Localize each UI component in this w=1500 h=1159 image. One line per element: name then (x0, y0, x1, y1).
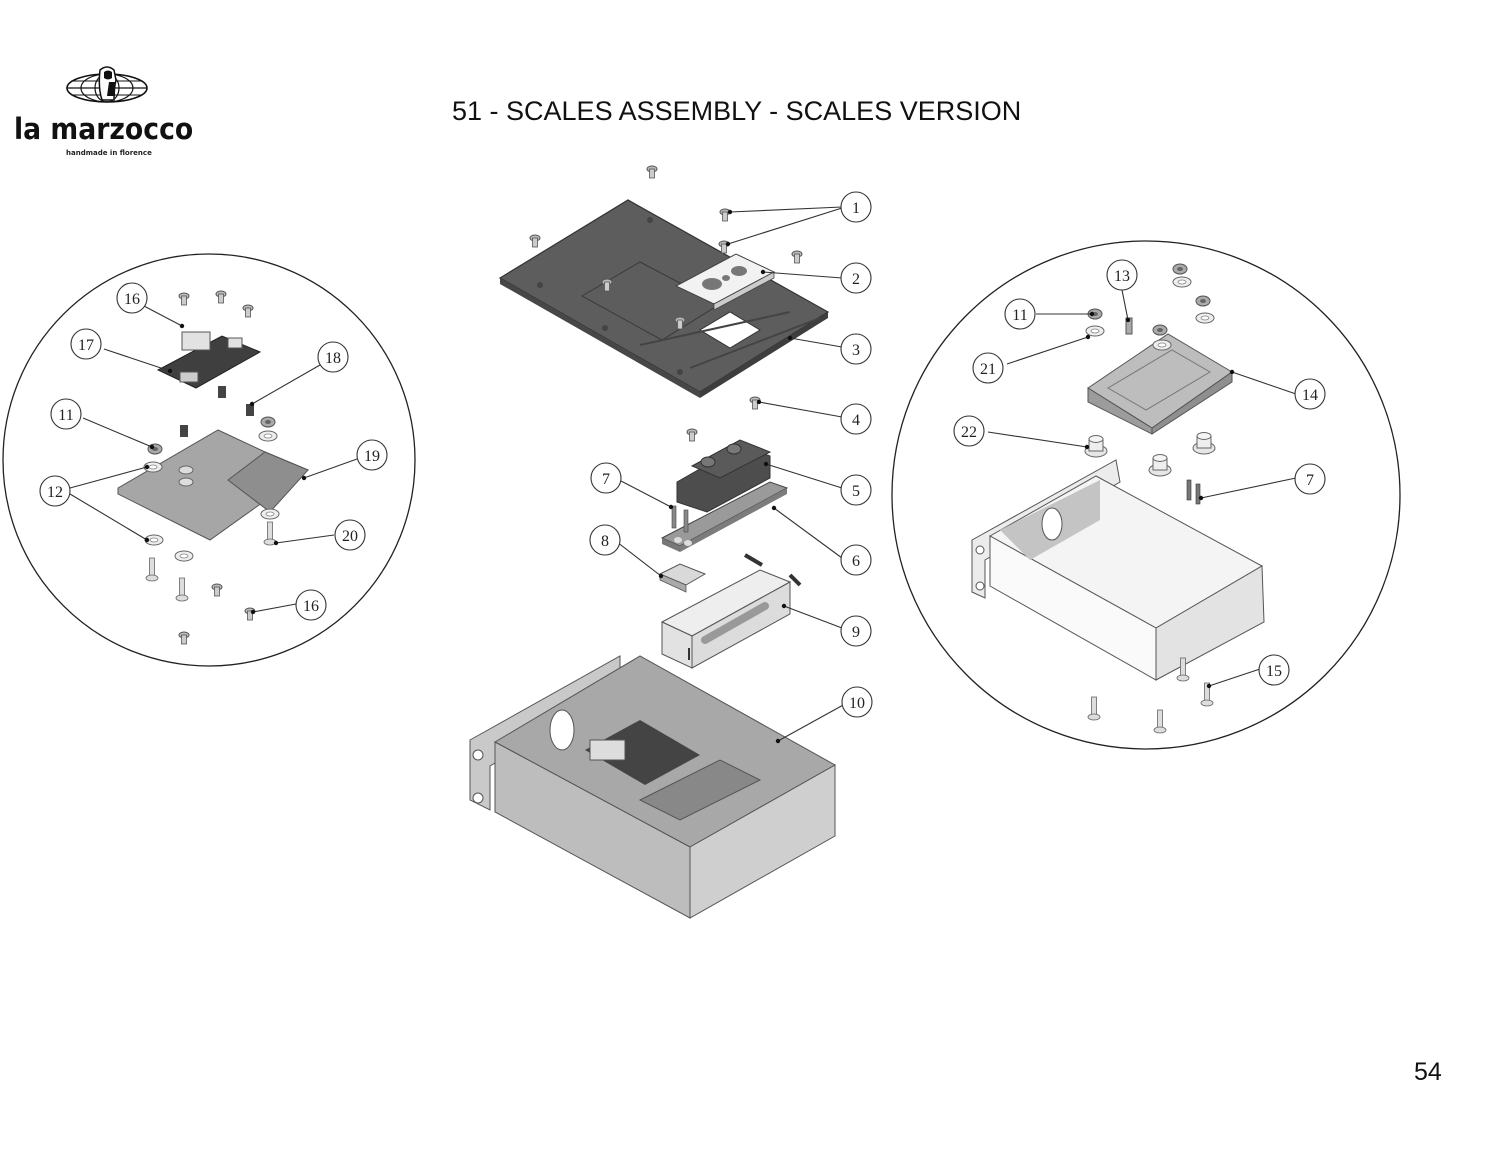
part-bar (660, 481, 789, 552)
callout-19: 19 (356, 439, 388, 471)
right-detail-view (891, 240, 1401, 750)
svg-text:2: 2 (852, 271, 860, 288)
svg-text:13: 13 (1114, 268, 1130, 285)
callout-12: 12 (39, 475, 71, 507)
part-cover-plate (674, 253, 776, 311)
callout-18: 18 (317, 341, 349, 373)
callout-10: 10 (841, 686, 873, 718)
callout-2: 2 (840, 262, 872, 294)
callout-20: 20 (334, 519, 366, 551)
part-base-box (469, 655, 837, 919)
svg-text:15: 15 (1266, 663, 1282, 680)
part-bracket (658, 563, 707, 593)
callout-17: 17 (70, 328, 102, 360)
svg-text:7: 7 (602, 471, 610, 488)
callout-14: 14 (1294, 378, 1326, 410)
part-load-cell (660, 553, 802, 669)
callout-3: 3 (840, 333, 872, 365)
svg-text:9: 9 (852, 624, 860, 641)
page-title: 51 - SCALES ASSEMBLY - SCALES VERSION (452, 96, 1022, 126)
callout-11-left: 11 (50, 398, 82, 430)
leader-dots (144, 209, 1235, 744)
callout-7-right: 7 (1294, 463, 1326, 495)
svg-text:8: 8 (601, 533, 609, 550)
callout-13: 13 (1106, 259, 1138, 291)
svg-text:11: 11 (1012, 307, 1027, 324)
globe-lion-icon (66, 66, 148, 103)
svg-text:20: 20 (342, 528, 358, 545)
callout-4: 4 (840, 403, 872, 435)
svg-text:3: 3 (852, 342, 860, 359)
svg-text:7: 7 (1306, 472, 1314, 489)
callout-11-right: 11 (1004, 298, 1036, 330)
callout-7: 7 (590, 462, 622, 494)
svg-text:16: 16 (124, 291, 140, 308)
svg-text:12: 12 (47, 484, 63, 501)
brand-tagline: handmade in florence (66, 149, 152, 157)
center-assembly (469, 165, 837, 919)
callout-15: 15 (1258, 654, 1290, 686)
part-load-block (676, 439, 772, 513)
callout-16-bottom: 16 (295, 589, 327, 621)
brand-name: la marzocco (14, 112, 194, 146)
svg-text:18: 18 (325, 350, 341, 367)
callout-22: 22 (953, 415, 985, 447)
svg-text:17: 17 (78, 337, 94, 354)
callout-21: 21 (972, 352, 1004, 384)
left-detail-view (2, 253, 416, 667)
svg-text:5: 5 (852, 483, 860, 500)
svg-text:16: 16 (303, 598, 319, 615)
svg-text:4: 4 (852, 412, 860, 429)
svg-text:19: 19 (364, 448, 380, 465)
callout-8: 8 (589, 524, 621, 556)
callout-6: 6 (840, 544, 872, 576)
page-number: 54 (1414, 1058, 1442, 1086)
callout-1: 1 (840, 191, 872, 223)
svg-text:22: 22 (961, 424, 977, 441)
leader-lines (69, 206, 1297, 742)
svg-text:6: 6 (852, 553, 860, 570)
callout-5: 5 (840, 474, 872, 506)
svg-text:14: 14 (1302, 387, 1318, 404)
callouts: 1 2 3 4 5 6 7 8 9 10 16 17 18 11 19 12 2… (39, 191, 1326, 718)
brand-logo (14, 64, 204, 164)
svg-text:10: 10 (849, 695, 865, 712)
svg-text:21: 21 (980, 361, 996, 378)
callout-9: 9 (840, 615, 872, 647)
callout-16-top: 16 (116, 282, 148, 314)
svg-text:11: 11 (58, 407, 73, 424)
svg-text:1: 1 (852, 200, 860, 217)
part-top-plate (498, 199, 830, 398)
